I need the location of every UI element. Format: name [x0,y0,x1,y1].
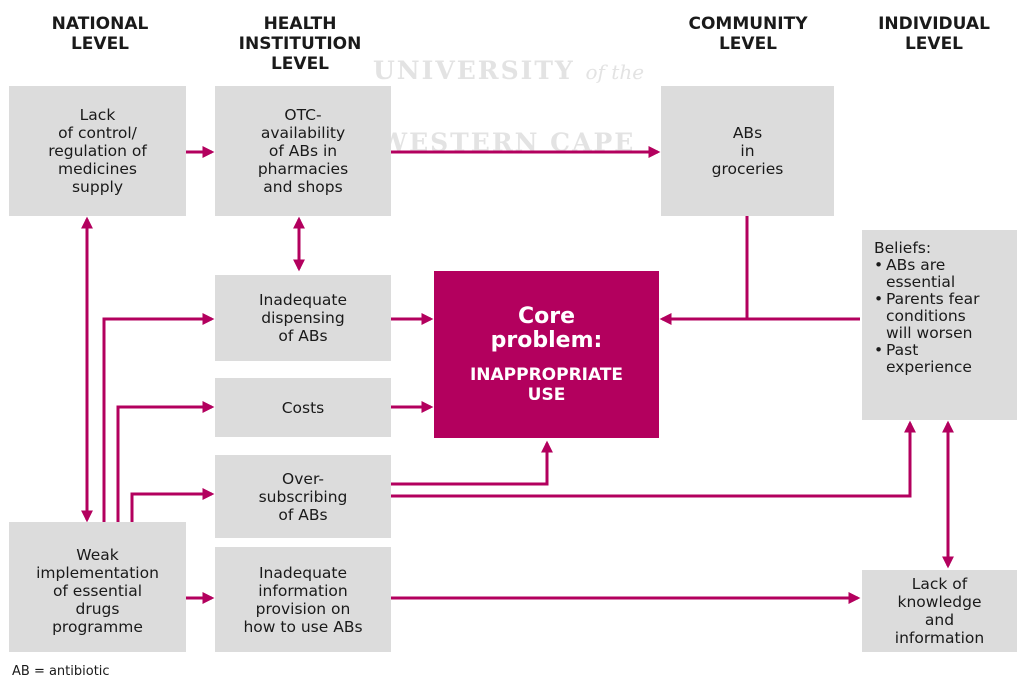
box-lack-of-control: Lack of control/ regulation of medicines… [9,86,186,216]
box-lack-of-control-text: Lack of control/ regulation of medicines… [48,106,147,196]
box-costs: Costs [215,378,391,437]
footnote: AB = antibiotic [12,664,110,679]
header-individual-level: INDIVIDUAL LEVEL [878,14,990,54]
box-inadequate-dispensing: Inadequate dispensing of ABs [215,275,391,361]
core-problem-box: Core problem: INAPPROPRIATE USE [434,271,659,438]
beliefs-title: Beliefs: [874,239,932,257]
box-oversubscribing: Over- subscribing of ABs [215,455,391,538]
box-inadequate-dispensing-text: Inadequate dispensing of ABs [258,291,348,345]
arrow-oversubscribing-to-core [391,440,553,486]
box-costs-text: Costs [281,398,325,417]
box-abs-in-groceries-text: ABs in groceries [711,124,784,178]
box-weak-implementation-text: Weak implementation of essential drugs p… [36,546,159,636]
beliefs-item: ABs are essential [874,257,1009,291]
watermark-of-the-text: of the [585,60,645,84]
box-inadequate-information: Inadequate information provision on how … [215,547,391,652]
beliefs-item: Parents fear conditions will worsen [874,291,1009,342]
box-inadequate-information-text: Inadequate information provision on how … [243,563,363,636]
box-lack-of-knowledge-text: Lack of knowledge and information [894,575,985,647]
watermark-university-text: UNIVERSITY [373,56,575,85]
core-problem-subtitle: INAPPROPRIATE USE [469,365,624,405]
box-beliefs: Beliefs: ABs are essential Parents fear … [862,230,1017,420]
box-otc-availability-text: OTC- availability of ABs in pharmacies a… [257,106,349,196]
arrow-weak-to-costs [116,401,215,522]
beliefs-list: ABs are essential Parents fear condition… [874,257,1009,376]
beliefs-item: Past experience [874,342,1009,376]
header-community-level: COMMUNITY LEVEL [688,14,808,54]
box-lack-of-knowledge: Lack of knowledge and information [862,570,1017,652]
box-otc-availability: OTC- availability of ABs in pharmacies a… [215,86,391,216]
arrow-weak-to-dispensing [102,313,215,522]
arrow-weak-to-oversubscribing [130,488,215,522]
core-problem-title: Core problem: [490,304,603,353]
watermark-university: UNIVERSITY of the [373,56,644,85]
header-national-level: NATIONAL LEVEL [51,14,149,54]
arrow-oversubscribing-to-beliefs [391,420,916,498]
header-health-institution-level: HEALTH INSTITUTION LEVEL [238,14,362,74]
box-oversubscribing-text: Over- subscribing of ABs [258,469,348,524]
box-abs-in-groceries: ABs in groceries [661,86,834,216]
box-weak-implementation: Weak implementation of essential drugs p… [9,522,186,652]
